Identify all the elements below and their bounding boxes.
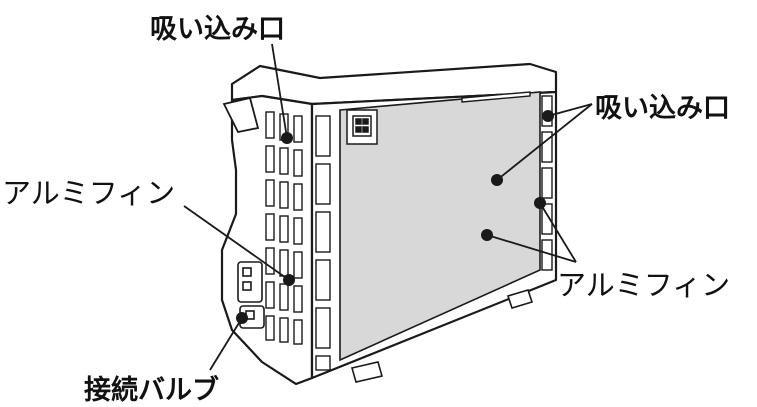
label-fin-left: アルミフィン bbox=[2, 176, 176, 210]
label-fin-right: アルミフィン bbox=[557, 268, 731, 302]
leader-fin-left bbox=[183, 205, 290, 281]
dot-intake-top bbox=[281, 132, 293, 144]
leader-intake-right-a bbox=[547, 103, 593, 117]
leader-fin-right-b bbox=[486, 234, 577, 263]
label-valve: 接続バルブ bbox=[84, 375, 219, 406]
leader-intake-top bbox=[271, 43, 288, 139]
dot-fin-right-b bbox=[481, 229, 493, 241]
dot-intake-right-b bbox=[491, 174, 503, 186]
front-left-grille bbox=[315, 115, 331, 371]
dot-valve bbox=[236, 312, 248, 324]
panel-lip bbox=[461, 91, 531, 103]
leader-lines bbox=[183, 43, 593, 371]
connection-valves bbox=[237, 261, 265, 329]
left-side-grille bbox=[265, 111, 303, 345]
leader-dots bbox=[236, 110, 554, 324]
right-side-fins bbox=[541, 95, 553, 271]
dot-fin-left bbox=[283, 274, 295, 286]
dot-fin-right-a bbox=[534, 197, 546, 209]
dot-intake-right-a bbox=[542, 110, 554, 122]
label-intake-right: 吸い込み口 bbox=[595, 93, 730, 124]
leader-valve bbox=[209, 317, 243, 371]
side-handle bbox=[222, 96, 260, 134]
label-plate bbox=[346, 109, 378, 145]
unit-feet bbox=[350, 289, 534, 383]
label-intake-top: 吸い込み口 bbox=[150, 14, 285, 45]
leader-intake-right-b bbox=[496, 103, 593, 181]
leader-fin-right-a bbox=[539, 202, 577, 263]
